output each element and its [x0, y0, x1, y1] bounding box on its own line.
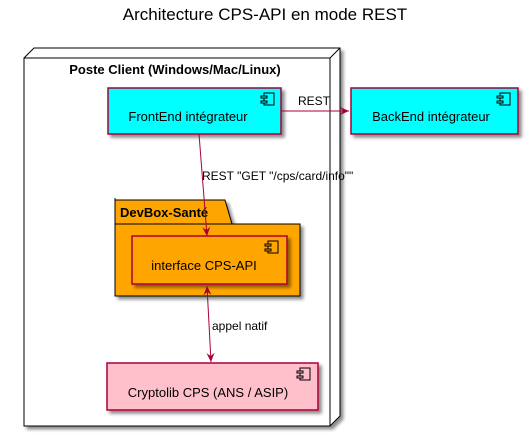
component-icon [264, 240, 279, 254]
component-icon [296, 367, 311, 381]
frontend-label: FrontEnd intégrateur [128, 109, 248, 124]
client-node-label: Poste Client (Windows/Mac/Linux) [69, 62, 281, 77]
edge-interface-to-crypto [203, 285, 215, 363]
diagram-title: Architecture CPS-API en mode REST [123, 5, 407, 24]
edge-front-to-back-label: REST [298, 94, 331, 108]
frontend-component: FrontEnd intégrateur [107, 87, 282, 135]
component-icon [260, 92, 275, 106]
component-icon [496, 92, 511, 106]
edge-front-to-interface [198, 133, 211, 237]
cryptolib-component: Cryptolib CPS (ANS / ASIP) [106, 362, 319, 411]
interface-component: interface CPS-API [131, 235, 288, 285]
backend-label: BackEnd intégrateur [372, 109, 490, 124]
edge-front-to-interface-label: REST "GET "/cps/card/info"" [202, 169, 353, 183]
devbox-package-label: DevBox-Santé [120, 205, 208, 220]
interface-label: interface CPS-API [151, 258, 257, 273]
edge-interface-to-crypto-label: appel natif [212, 319, 268, 333]
backend-component: BackEnd intégrateur [350, 87, 519, 135]
cryptolib-label: Cryptolib CPS (ANS / ASIP) [128, 385, 288, 400]
